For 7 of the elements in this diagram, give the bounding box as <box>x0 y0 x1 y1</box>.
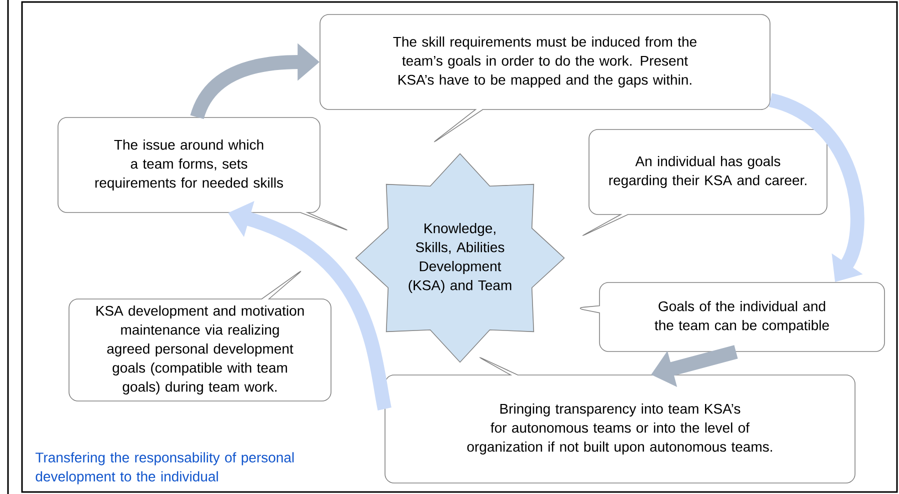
speech-bubble: An individual has goals regarding their KSA and career. <box>582 129 828 236</box>
speech-bubble: KSA development and motivation maintenance via realizing agreed personal development goals (compatible with team goals) during team work. <box>68 270 332 402</box>
speech-bubble: Goals of the individual and the team can be compatible <box>580 282 885 352</box>
speech-bubble: The skill requirements must be induced from the team’s goals in order to do the work. Present KSA’s have to be mapped and the gaps within. <box>320 14 770 142</box>
note-text: Transfering the responsability of personal development to the individual <box>36 452 294 484</box>
speech-bubble: The issue around which a team forms, sets requirements for needed skills <box>58 117 348 230</box>
speech-bubble: Bringing transparency into team KSA’s for autonomous teams or into the level of organization if not built upon autonomous teams. <box>384 357 856 484</box>
